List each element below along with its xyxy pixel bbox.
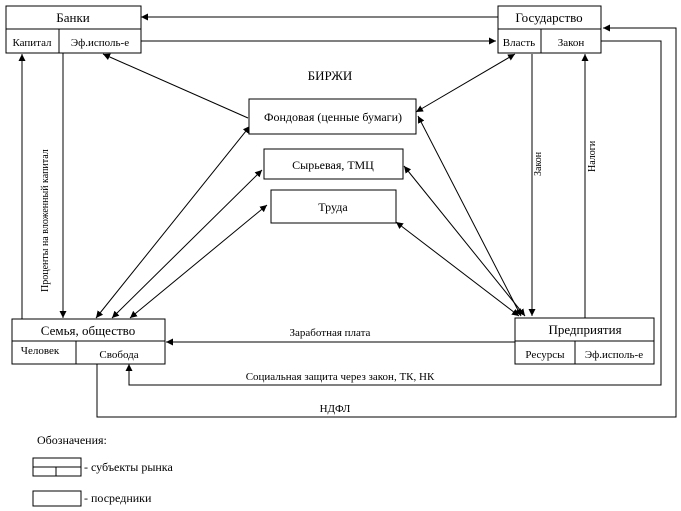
legend-title: Обозначения: (37, 433, 107, 447)
label-ndfl: НДФЛ (320, 403, 351, 415)
arrow-stock-banks (102, 53, 249, 119)
legend: Обозначения: - субъекты рынка - посредни… (32, 433, 173, 507)
enterprises-resources: Ресурсы (525, 349, 565, 361)
arrow-stock-family (95, 125, 251, 319)
label-interest: Проценты на вложенный капитал (40, 149, 51, 292)
legend-subject-symbol (32, 457, 82, 477)
exchange-labor-label: Труда (318, 200, 348, 214)
family-title: Семья, общество (41, 323, 135, 338)
arrow-labor-enterprises (395, 221, 520, 317)
family-person: Человек (21, 345, 60, 357)
label-taxes: Налоги (587, 140, 598, 172)
legend-subjects-text: - субъекты рынка (84, 460, 173, 474)
state-title: Государство (515, 10, 582, 25)
arrow-labor-family (129, 204, 268, 319)
legend-intermediary-symbol (32, 490, 82, 507)
exchange-stock: Фондовая (ценные бумаги) (248, 98, 417, 135)
state-law: Закон (558, 37, 585, 49)
arrow-ndfl (96, 24, 677, 418)
exchanges-heading: БИРЖИ (308, 68, 353, 83)
banks-capital: Капитал (12, 37, 52, 49)
banks-efficiency: Эф.исполь-е (71, 37, 129, 49)
state-power: Власть (503, 37, 535, 49)
legend-intermediaries-text: - посредники (84, 491, 152, 505)
arrow-commodity-family (111, 169, 263, 319)
label-wages: Заработная плата (290, 327, 371, 339)
enterprises-efficiency: Эф.исполь-е (585, 349, 643, 361)
arrow-stock-state (415, 53, 516, 113)
node-enterprises: Предприятия Ресурсы Эф.исполь-е (514, 317, 655, 365)
exchange-commodity: Сырьевая, ТМЦ (263, 148, 404, 180)
enterprises-title: Предприятия (548, 322, 621, 337)
node-state: Государство Власть Закон (497, 5, 602, 54)
node-family: Семья, общество Человек Свобода (11, 318, 166, 365)
arrow-social-protection (125, 40, 662, 386)
exchange-commodity-label: Сырьевая, ТМЦ (292, 158, 374, 172)
label-social: Социальная защита через закон, ТК, НК (246, 371, 435, 383)
exchange-stock-label: Фондовая (ценные бумаги) (264, 110, 402, 124)
family-freedom: Свобода (99, 349, 138, 361)
arrow-stock-enterprises (417, 115, 522, 317)
exchange-labor: Труда (270, 189, 397, 224)
label-law: Закон (533, 151, 544, 176)
connectors (18, 13, 677, 418)
banks-title: Банки (56, 10, 90, 25)
node-banks: Банки Капитал Эф.исполь-е (5, 5, 142, 54)
arrow-commodity-enterprises (403, 165, 526, 317)
